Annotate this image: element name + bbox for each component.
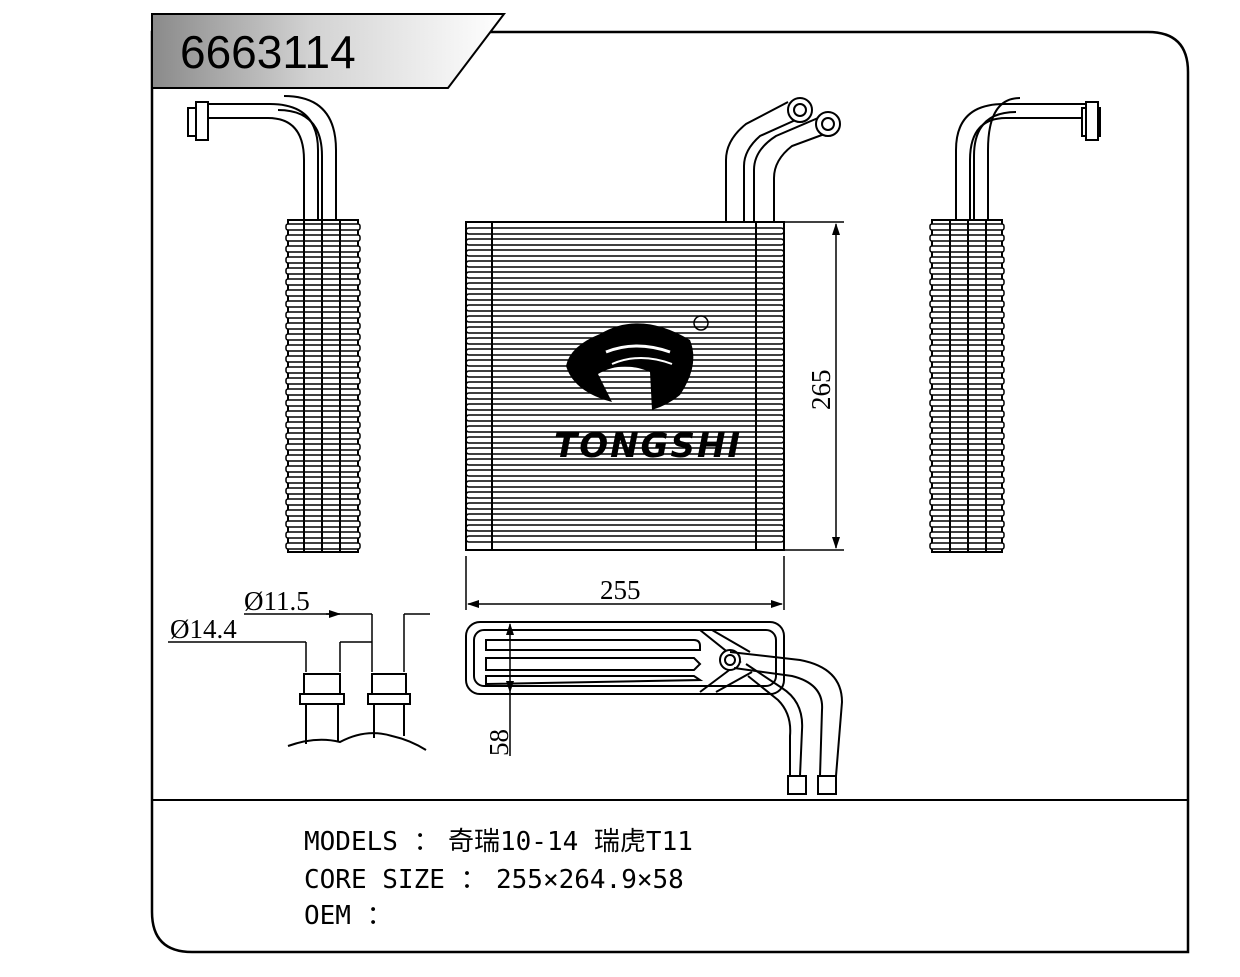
part-number: 6663114	[180, 26, 356, 78]
pipe-large-label: Ø14.4	[170, 614, 237, 644]
core-tube	[465, 502, 785, 510]
right-side-view	[929, 97, 1101, 553]
core-tube	[465, 403, 785, 411]
core-tube	[465, 535, 785, 543]
core-tube	[465, 271, 785, 279]
core-tube	[465, 370, 785, 378]
core-tube	[465, 238, 785, 246]
front-view	[465, 97, 841, 551]
width-label: 255	[600, 575, 641, 605]
height-label: 265	[806, 370, 836, 411]
height-dimension: 265	[784, 221, 844, 551]
core-tube	[465, 469, 785, 477]
core-tube	[465, 227, 785, 235]
models-label: MODELS ：	[304, 827, 440, 857]
core-tube	[465, 282, 785, 290]
oem-label: OEM ：	[304, 901, 393, 931]
core-tube	[465, 491, 785, 499]
core-tube	[465, 381, 785, 389]
top-view: 58	[465, 621, 844, 795]
logo-text: TONGSHI	[554, 426, 742, 466]
core-tube	[465, 392, 785, 400]
outer-frame	[150, 30, 1190, 954]
core-tube	[465, 293, 785, 301]
core-tube	[465, 249, 785, 257]
core-size-value: 255×264.9×58	[496, 865, 684, 895]
core-tube	[465, 513, 785, 521]
specs-block: MODELS ： 奇瑞10-14 瑞虎T11 CORE SIZE ： 255×2…	[304, 827, 693, 931]
pipe-small-label: Ø11.5	[244, 586, 310, 616]
core-size-label: CORE SIZE ：	[304, 865, 487, 895]
core-tube	[465, 315, 785, 323]
models-value: 奇瑞10-14 瑞虎T11	[448, 827, 693, 857]
registered-mark-icon	[693, 315, 709, 331]
title-tab: 6663114	[151, 13, 507, 89]
pipe-diameter-detail: Ø11.5 Ø14.4	[168, 586, 430, 751]
core-tube	[465, 524, 785, 532]
core-tube	[465, 480, 785, 488]
depth-label: 58	[484, 729, 514, 756]
core-tube	[465, 260, 785, 268]
front-core-fins	[465, 227, 785, 543]
left-side-view	[187, 95, 361, 553]
core-tube	[465, 414, 785, 422]
tongshi-logo: TONGSHI	[554, 315, 742, 466]
core-tube	[465, 304, 785, 312]
width-dimension: 255	[465, 556, 785, 610]
